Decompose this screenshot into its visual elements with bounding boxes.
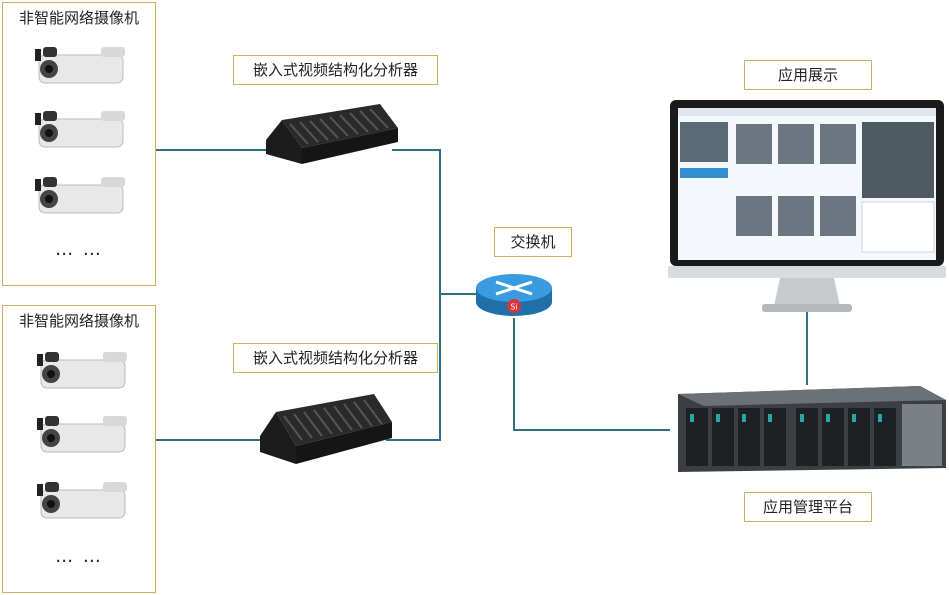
camera-group-title: 非智能网络摄像机 bbox=[18, 312, 139, 330]
server-chassis-icon bbox=[678, 386, 946, 472]
more-cameras-ellipsis: … … bbox=[55, 239, 103, 260]
camera-group-title: 非智能网络摄像机 bbox=[18, 9, 139, 27]
wire-switch-to-platform bbox=[513, 318, 670, 431]
more-cameras-ellipsis: … … bbox=[55, 546, 103, 567]
camera-group-1: 非智能网络摄像机 … … bbox=[2, 2, 156, 286]
camera-icon bbox=[35, 177, 125, 214]
camera-icon bbox=[37, 482, 127, 519]
camera-icon bbox=[35, 111, 125, 148]
switch-icon: Si bbox=[476, 274, 552, 316]
camera-icon bbox=[35, 47, 125, 84]
analyzer-device-icon bbox=[260, 394, 392, 464]
camera-icon bbox=[37, 352, 127, 389]
camera-group-2: 非智能网络摄像机 … … bbox=[2, 305, 156, 593]
switch-label: 交换机 bbox=[494, 227, 572, 257]
analyzer-label: 嵌入式视频结构化分析器 bbox=[233, 343, 438, 373]
monitor-icon bbox=[668, 100, 946, 312]
camera-icon bbox=[37, 416, 127, 453]
platform-label: 应用管理平台 bbox=[744, 492, 872, 522]
switch-badge: Si bbox=[510, 303, 517, 312]
analyzer-device-icon bbox=[266, 104, 398, 164]
analyzer-label: 嵌入式视频结构化分析器 bbox=[233, 55, 438, 85]
display-label: 应用展示 bbox=[744, 60, 872, 90]
